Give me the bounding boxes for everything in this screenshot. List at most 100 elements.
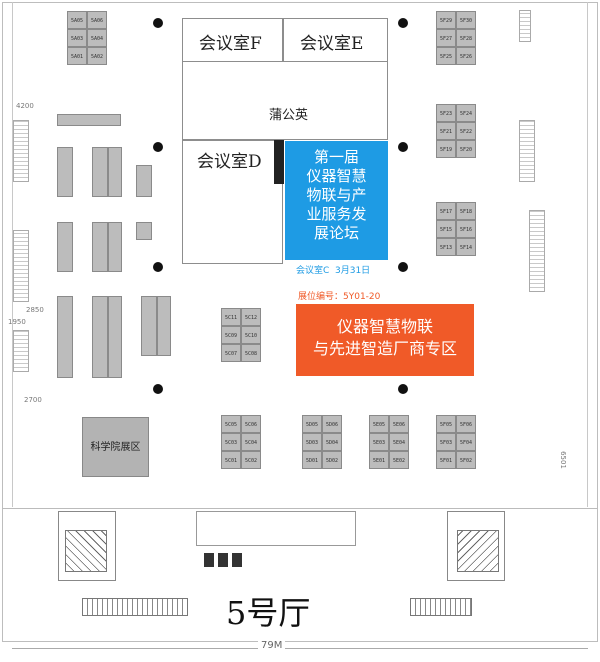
booth-5a03[interactable]: 5A03 (67, 29, 87, 47)
escalator (410, 598, 472, 616)
escalator (82, 598, 188, 616)
booth-5f28[interactable]: 5F28 (456, 29, 476, 47)
booth-5f22[interactable]: 5F22 (456, 122, 476, 140)
booth-5c11[interactable]: 5C11 (221, 308, 241, 326)
booth-5f05[interactable]: 5F05 (436, 415, 456, 433)
booth-5f20[interactable]: 5F20 (456, 140, 476, 158)
dimension-label: 2700 (24, 396, 42, 404)
stairwell-left (58, 511, 116, 581)
booth-5a01[interactable]: 5A01 (67, 47, 87, 65)
booth-5e04[interactable]: 5E04 (389, 433, 409, 451)
booth-5f27[interactable]: 5F27 (436, 29, 456, 47)
booth-5c08[interactable]: 5C08 (241, 344, 261, 362)
booth-5f01[interactable]: 5F01 (436, 451, 456, 469)
booth-5f25[interactable]: 5F25 (436, 47, 456, 65)
booth[interactable] (57, 147, 73, 197)
facility-icon (204, 553, 214, 567)
stairs (65, 530, 107, 572)
booth-5f18[interactable]: 5F18 (456, 202, 476, 220)
booth-5c06[interactable]: 5C06 (241, 415, 261, 433)
booth[interactable] (141, 296, 157, 356)
room-label: 蒲公英 (269, 108, 309, 123)
booth[interactable] (57, 114, 121, 126)
right-window-strip (519, 120, 535, 182)
booth-5f21[interactable]: 5F21 (436, 122, 456, 140)
booth-5d06[interactable]: 5D06 (322, 415, 342, 433)
booth-5f23[interactable]: 5F23 (436, 104, 456, 122)
booth-5f30[interactable]: 5F30 (456, 11, 476, 29)
room-label: 会议室F (199, 34, 262, 54)
booth-5c05[interactable]: 5C05 (221, 415, 241, 433)
booth[interactable] (108, 296, 122, 378)
booth-5c01[interactable]: 5C01 (221, 451, 241, 469)
booth-5f13[interactable]: 5F13 (436, 238, 456, 256)
booth-5d02[interactable]: 5D02 (322, 451, 342, 469)
meeting-room-e[interactable]: 会议室E (283, 18, 388, 62)
booth-5f02[interactable]: 5F02 (456, 451, 476, 469)
booth[interactable] (57, 296, 73, 378)
hall-inner-wall (12, 2, 588, 507)
booth-5c03[interactable]: 5C03 (221, 433, 241, 451)
facility-icon (218, 553, 228, 567)
booth[interactable] (92, 296, 108, 378)
booth-5e01[interactable]: 5E01 (369, 451, 389, 469)
booth[interactable] (57, 222, 73, 272)
room-label: 会议室D (197, 152, 262, 172)
booth-5a04[interactable]: 5A04 (87, 29, 107, 47)
booth-5c07[interactable]: 5C07 (221, 344, 241, 362)
booth-5f26[interactable]: 5F26 (456, 47, 476, 65)
booth-5a02[interactable]: 5A02 (87, 47, 107, 65)
academy-label: 科学院展区 (90, 442, 141, 453)
pillar (153, 18, 163, 28)
smart-manufacturing-zone[interactable]: 仪器智慧物联 与先进智造厂商专区 (296, 304, 474, 376)
meeting-room-d[interactable]: 会议室D (182, 140, 283, 264)
booth-5d03[interactable]: 5D03 (302, 433, 322, 451)
forum-panel[interactable]: 第一届 仪器智慧 物联与产 业服务发 展论坛 (285, 141, 388, 260)
booth-5f15[interactable]: 5F15 (436, 220, 456, 238)
zone-title: 仪器智慧物联 与先进智造厂商专区 (312, 317, 457, 358)
booth-5f16[interactable]: 5F16 (456, 220, 476, 238)
booth[interactable] (92, 147, 108, 197)
booth-5f06[interactable]: 5F06 (456, 415, 476, 433)
booth-5f29[interactable]: 5F29 (436, 11, 456, 29)
hall-name: 5号厅 (226, 594, 311, 632)
service-room (196, 511, 356, 546)
booth-5c12[interactable]: 5C12 (241, 308, 261, 326)
booth-5d01[interactable]: 5D01 (302, 451, 322, 469)
booth-5c02[interactable]: 5C02 (241, 451, 261, 469)
meeting-room-f[interactable]: 会议室F (182, 18, 283, 62)
booth[interactable] (108, 147, 122, 197)
booth-5f04[interactable]: 5F04 (456, 433, 476, 451)
booth-5f19[interactable]: 5F19 (436, 140, 456, 158)
booth-5e05[interactable]: 5E05 (369, 415, 389, 433)
booth[interactable] (108, 222, 122, 272)
dandelion-area[interactable]: 蒲公英 (182, 62, 388, 140)
dimension-label: 1950 (8, 318, 26, 326)
booth[interactable] (136, 222, 152, 240)
booth-5f14[interactable]: 5F14 (456, 238, 476, 256)
booth-5e06[interactable]: 5E06 (389, 415, 409, 433)
booth-5a05[interactable]: 5A05 (67, 11, 87, 29)
booth-5c04[interactable]: 5C04 (241, 433, 261, 451)
booth-5f03[interactable]: 5F03 (436, 433, 456, 451)
booth-5c09[interactable]: 5C09 (221, 326, 241, 344)
booth[interactable] (157, 296, 171, 356)
booth-5f17[interactable]: 5F17 (436, 202, 456, 220)
stairs (457, 530, 499, 572)
pillar (398, 384, 408, 394)
booth-5c10[interactable]: 5C10 (241, 326, 261, 344)
booth[interactable] (136, 165, 152, 197)
booth[interactable] (92, 222, 108, 272)
hall-width-line (12, 648, 588, 649)
booth-5e02[interactable]: 5E02 (389, 451, 409, 469)
booth-5e03[interactable]: 5E03 (369, 433, 389, 451)
booth-5f24[interactable]: 5F24 (456, 104, 476, 122)
booth-5d04[interactable]: 5D04 (322, 433, 342, 451)
booth-5d05[interactable]: 5D05 (302, 415, 322, 433)
booth-5a06[interactable]: 5A06 (87, 11, 107, 29)
academy-zone[interactable]: 科学院展区 (82, 417, 149, 477)
